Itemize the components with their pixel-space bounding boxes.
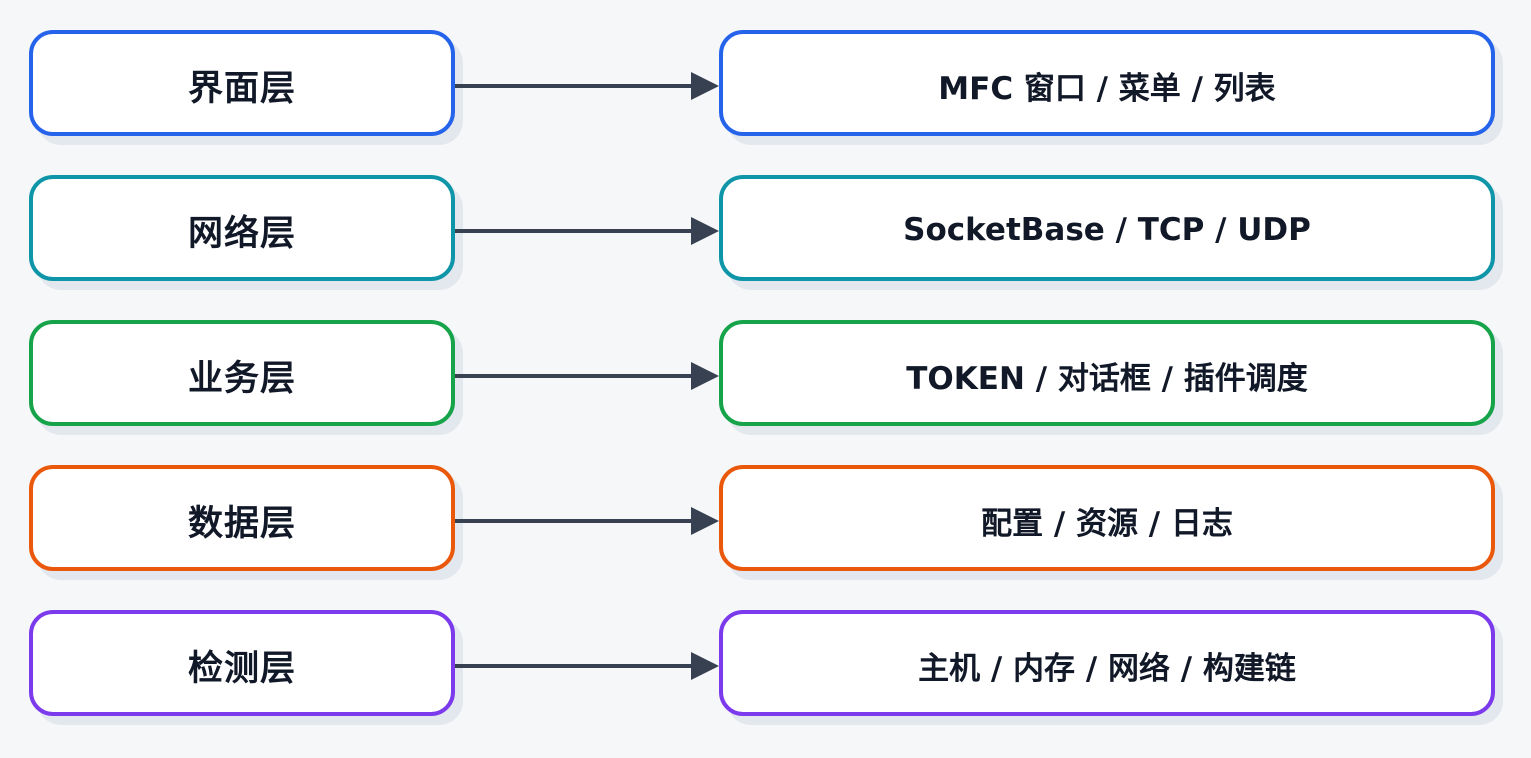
layer-box-network: 网络层: [29, 175, 455, 281]
layer-name-data: 数据层: [187, 503, 296, 544]
arrow-data: [455, 507, 719, 535]
detail-box-business: TOKEN / 对话框 / 插件调度: [719, 320, 1495, 426]
layer-box-business: 业务层: [29, 320, 455, 426]
layer-name-business: 业务层: [187, 358, 296, 399]
detail-text-business: TOKEN / 对话框 / 插件调度: [906, 360, 1308, 397]
detail-box-detection: 主机 / 内存 / 网络 / 构建链: [719, 610, 1495, 716]
detail-box-ui: MFC 窗口 / 菜单 / 列表: [719, 30, 1495, 136]
detail-box-network: SocketBase / TCP / UDP: [719, 175, 1495, 281]
layer-row-business: 业务层 TOKEN / 对话框 / 插件调度: [0, 320, 1531, 432]
arrow-business: [455, 362, 719, 390]
arrow-network: [455, 217, 719, 245]
layer-row-data: 数据层 配置 / 资源 / 日志: [0, 465, 1531, 577]
layer-name-detection: 检测层: [187, 648, 296, 689]
layer-row-ui: 界面层 MFC 窗口 / 菜单 / 列表: [0, 30, 1531, 142]
detail-text-detection: 主机 / 内存 / 网络 / 构建链: [918, 650, 1296, 687]
layer-name-network: 网络层: [187, 213, 296, 254]
layer-box-detection: 检测层: [29, 610, 455, 716]
layer-row-network: 网络层 SocketBase / TCP / UDP: [0, 175, 1531, 287]
arrow-ui: [455, 72, 719, 100]
layer-row-detection: 检测层 主机 / 内存 / 网络 / 构建链: [0, 610, 1531, 722]
layer-name-ui: 界面层: [187, 68, 296, 109]
detail-text-network: SocketBase / TCP / UDP: [903, 212, 1311, 248]
layer-box-ui: 界面层: [29, 30, 455, 136]
layer-box-data: 数据层: [29, 465, 455, 571]
arrow-detection: [455, 652, 719, 680]
detail-text-data: 配置 / 资源 / 日志: [981, 505, 1233, 542]
detail-box-data: 配置 / 资源 / 日志: [719, 465, 1495, 571]
detail-text-ui: MFC 窗口 / 菜单 / 列表: [938, 70, 1276, 107]
